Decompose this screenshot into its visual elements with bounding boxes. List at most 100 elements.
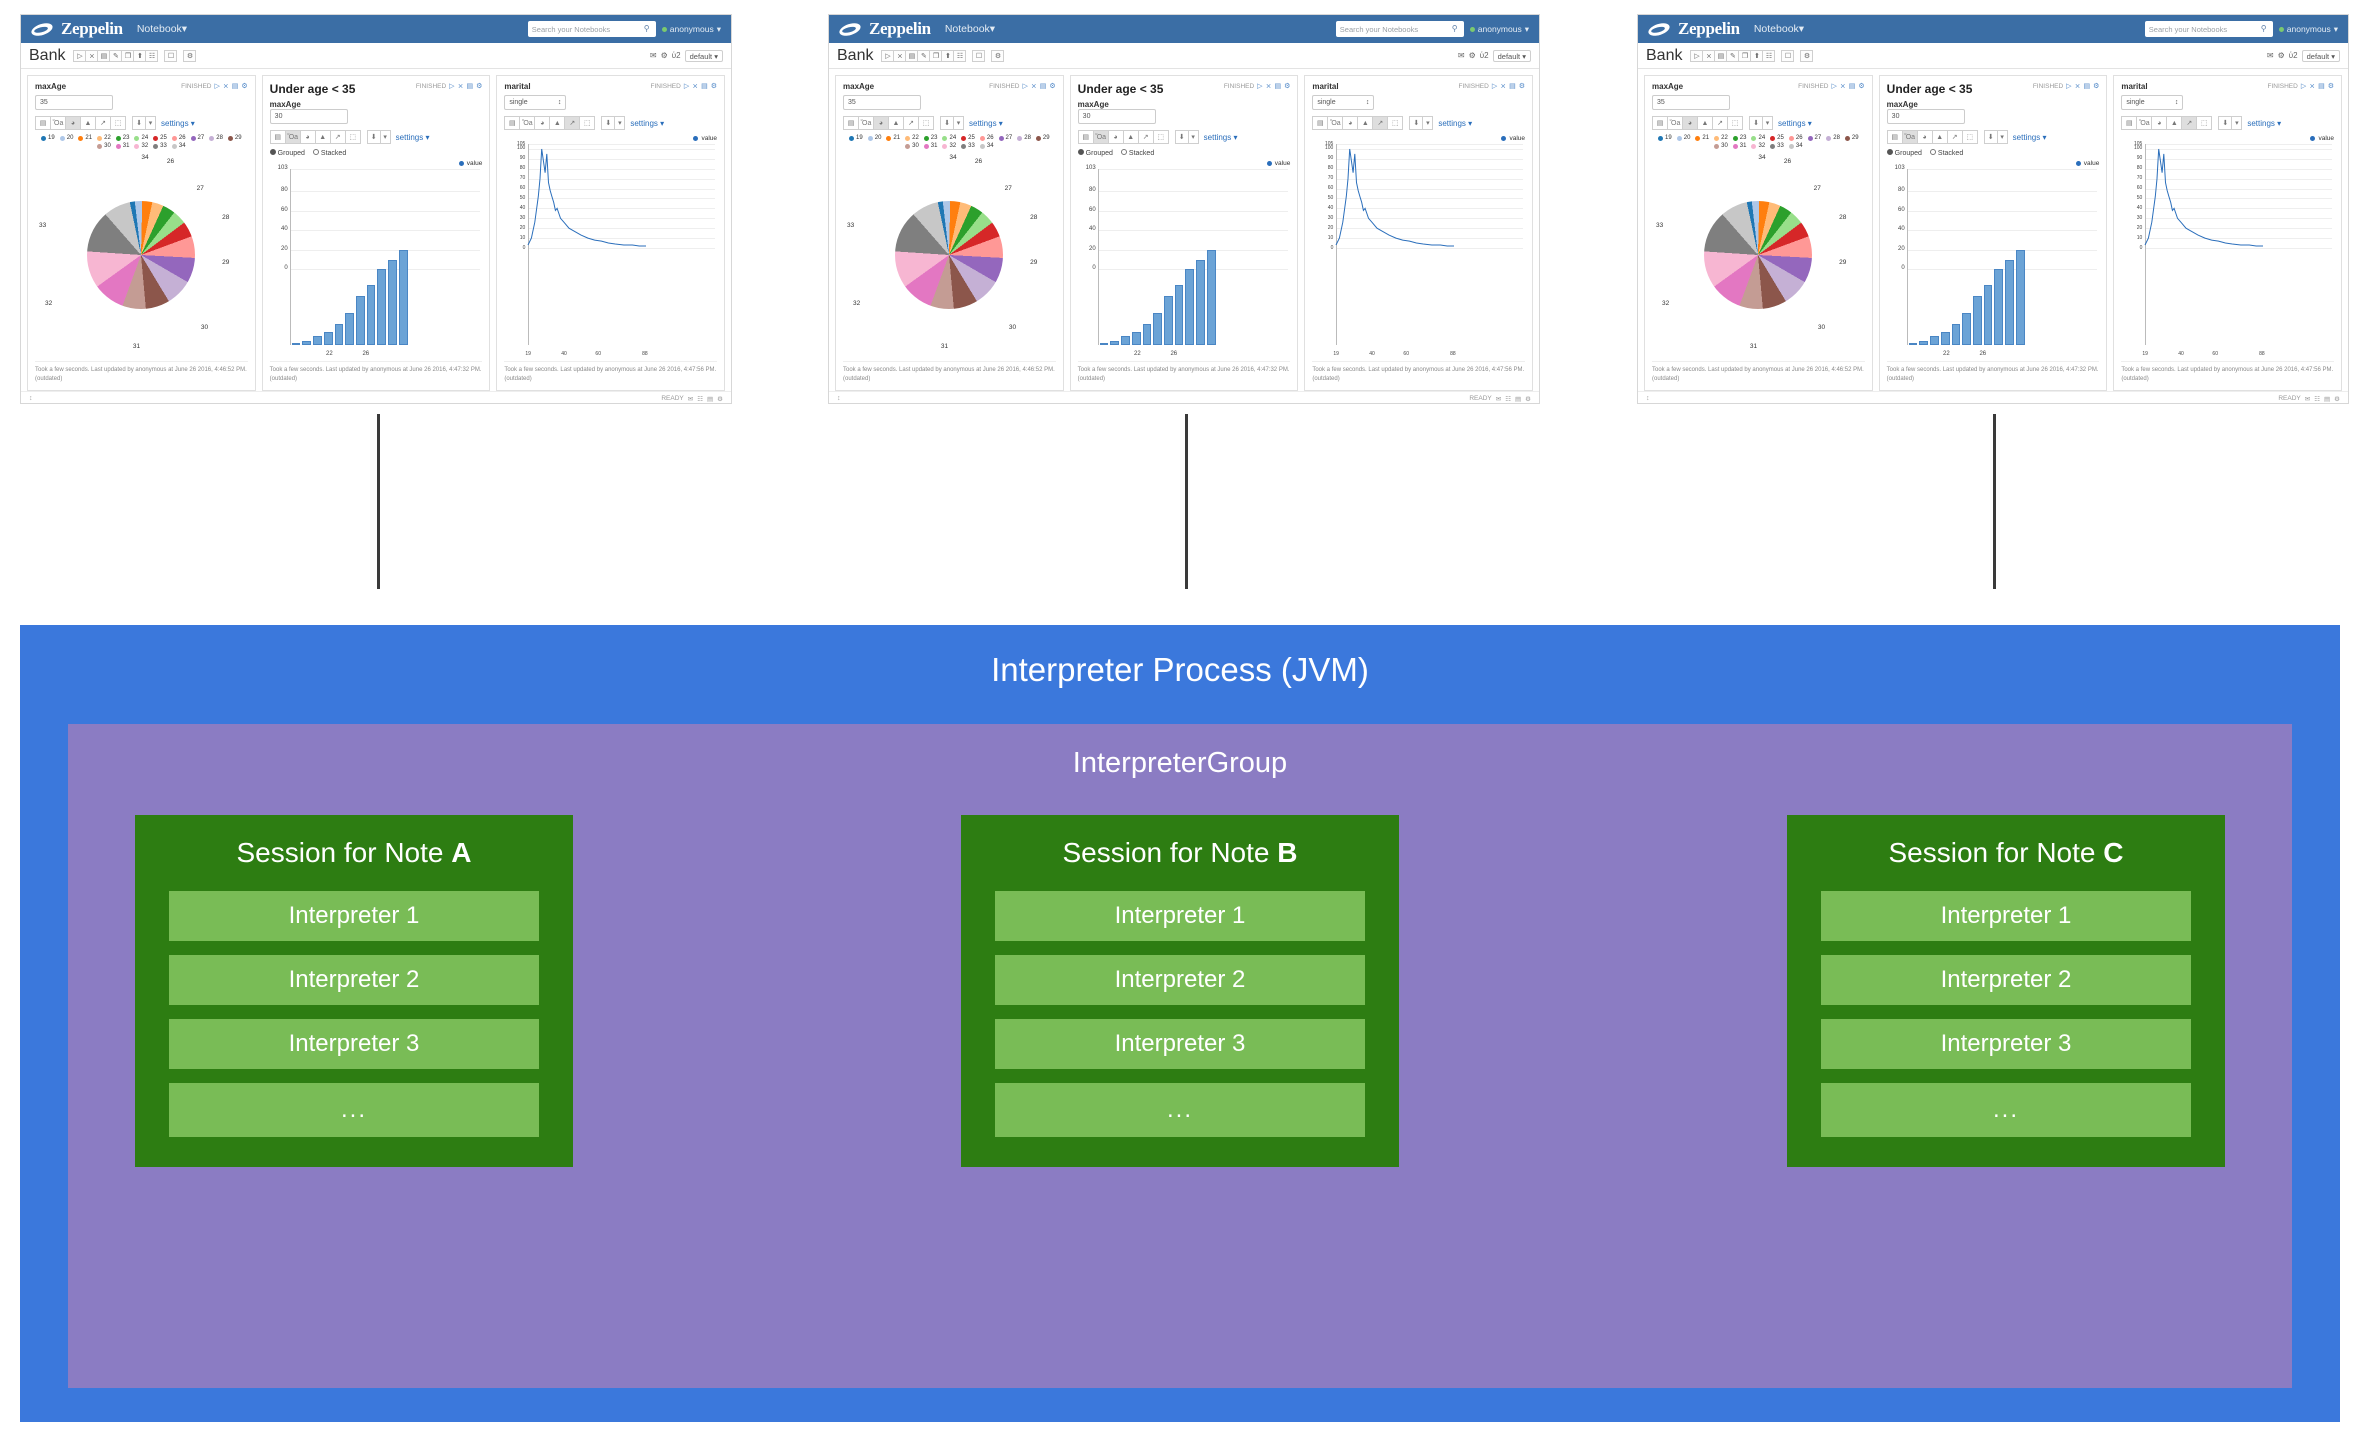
trash-icon[interactable]: ☐ <box>164 49 178 62</box>
legend-item[interactable]: 32 <box>942 143 956 149</box>
notebook-menu[interactable]: Notebook <box>1753 23 1799 35</box>
scroll-handle[interactable]: ↕ <box>837 395 841 402</box>
legend-item[interactable]: 31 <box>115 143 129 149</box>
footer-icon-3[interactable]: ⚙ <box>717 395 723 403</box>
footer-icon-1[interactable]: ☷ <box>2314 395 2321 403</box>
legend-item[interactable]: 20 <box>867 135 881 141</box>
maxage-input[interactable]: 30 <box>1077 109 1156 124</box>
download-icon[interactable]: ⬇ <box>366 130 381 144</box>
scroll-handle[interactable]: ↕ <box>1646 395 1650 402</box>
paragraph-icon-2[interactable]: ▤ <box>1848 83 1856 90</box>
chevron-down-icon[interactable]: ▾ <box>2231 116 2243 130</box>
scroll-handle[interactable]: ↕ <box>29 395 33 402</box>
paragraph-icon-1[interactable]: ⨯ <box>2309 83 2316 90</box>
settings-link[interactable]: settings ▾ <box>2247 118 2282 128</box>
trash-icon[interactable]: ☐ <box>972 49 986 62</box>
paragraph-icon-1[interactable]: ⨯ <box>692 83 699 90</box>
toolbar-icon-3[interactable]: ✎ <box>109 49 123 62</box>
radio-stacked[interactable]: Stacked <box>1120 149 1154 157</box>
legend-item[interactable]: 26 <box>171 135 186 141</box>
viz-button-1[interactable]: Ὄa <box>1092 130 1109 144</box>
download-icon[interactable]: ⬇ <box>1983 130 1998 144</box>
viz-button-3[interactable]: ▲ <box>1931 130 1948 144</box>
viz-button-4[interactable]: ↗ <box>2181 116 2198 130</box>
interpreter-selector[interactable]: default ▾ <box>684 49 723 62</box>
viz-button-0[interactable]: ▤ <box>843 116 859 130</box>
settings-link[interactable]: settings ▾ <box>1438 118 1473 128</box>
maxage-input[interactable]: 35 <box>35 95 113 110</box>
legend-item[interactable]: 23 <box>115 135 129 141</box>
mail-icon[interactable]: ✉ <box>1457 51 1465 60</box>
legend-item[interactable]: 25 <box>961 135 975 141</box>
mail-icon[interactable]: ✉ <box>649 51 657 60</box>
footer-icon-0[interactable]: ✉ <box>2304 395 2311 403</box>
legend-item[interactable]: 22 <box>97 135 111 141</box>
footer-icon-0[interactable]: ✉ <box>687 395 694 403</box>
viz-button-2[interactable]: ◕ <box>1916 130 1933 144</box>
legend-item[interactable]: 25 <box>153 135 167 141</box>
viz-button-2[interactable]: ◕ <box>873 116 889 130</box>
search-input[interactable]: Search your Notebooks⚲ <box>1335 21 1464 37</box>
viz-button-4[interactable]: ↗ <box>903 116 919 130</box>
gear-icon[interactable]: ⚙ <box>1468 51 1476 60</box>
viz-button-3[interactable]: ▲ <box>314 130 331 144</box>
paragraph-icon-1[interactable]: ⨯ <box>1839 83 1846 90</box>
legend-item[interactable]: 21 <box>78 135 92 141</box>
paragraph-icon-2[interactable]: ▤ <box>1274 83 1282 90</box>
paragraph-icon-3[interactable]: ⚙ <box>1518 83 1526 90</box>
chevron-down-icon[interactable]: ▾ <box>379 130 391 144</box>
viz-button-3[interactable]: ▲ <box>80 116 96 130</box>
paragraph-icon-0[interactable]: ▷ <box>1491 83 1498 90</box>
chevron-down-icon[interactable]: ▾ <box>1187 130 1199 144</box>
paragraph-icon-2[interactable]: ▤ <box>1039 83 1047 90</box>
lock-icon[interactable]: ὑ2 <box>671 51 681 60</box>
viz-button-3[interactable]: ▲ <box>549 116 566 130</box>
viz-button-0[interactable]: ▤ <box>1312 116 1329 130</box>
viz-button-1[interactable]: Ὄa <box>1901 130 1918 144</box>
viz-button-5[interactable]: ⬚ <box>1387 116 1404 130</box>
user-menu[interactable]: anonymous▾ <box>2278 24 2338 35</box>
viz-button-2[interactable]: ◕ <box>1342 116 1359 130</box>
interpreter-selector[interactable]: default ▾ <box>2301 49 2340 62</box>
legend-item[interactable]: 32 <box>134 143 148 149</box>
trash-icon[interactable]: ☐ <box>1781 49 1795 62</box>
lock-icon[interactable]: ὑ2 <box>2288 51 2298 60</box>
viz-button-2[interactable]: ◕ <box>65 116 81 130</box>
search-input[interactable]: Search your Notebooks⚲ <box>527 21 656 37</box>
paragraph-icon-3[interactable]: ⚙ <box>1049 83 1056 90</box>
footer-icon-2[interactable]: ▤ <box>707 395 714 403</box>
viz-button-2[interactable]: ◕ <box>2151 116 2168 130</box>
legend-item[interactable]: 26 <box>979 135 994 141</box>
legend-item[interactable]: 33 <box>961 143 975 149</box>
legend-item[interactable]: 20 <box>59 135 73 141</box>
viz-button-3[interactable]: ▲ <box>2166 116 2183 130</box>
settings-link[interactable]: settings ▾ <box>2012 132 2047 142</box>
radio-grouped[interactable]: Grouped <box>1077 149 1113 157</box>
legend-item[interactable]: 34 <box>1788 143 1803 149</box>
viz-button-1[interactable]: Ὄa <box>50 116 66 130</box>
download-icon[interactable]: ⬇ <box>132 116 146 130</box>
maxage-input[interactable]: 30 <box>1886 109 1965 124</box>
chevron-down-icon[interactable]: ▾ <box>1422 116 1434 130</box>
legend-item[interactable]: 28 <box>1826 135 1840 141</box>
legend-item[interactable]: 27 <box>998 135 1012 141</box>
settings-link[interactable]: settings ▾ <box>161 118 195 128</box>
legend-item[interactable]: 33 <box>1770 143 1784 149</box>
footer-icon-0[interactable]: ✉ <box>1495 395 1502 403</box>
viz-button-5[interactable]: ⬚ <box>918 116 934 130</box>
legend-item[interactable]: 30 <box>905 143 919 149</box>
paragraph-icon-3[interactable]: ⚙ <box>1284 83 1291 90</box>
paragraph-icon-1[interactable]: ⨯ <box>2074 83 2081 90</box>
legend-item[interactable]: 29 <box>1844 135 1859 141</box>
marital-select[interactable]: single↕ <box>504 95 567 110</box>
legend-item[interactable]: 23 <box>923 135 937 141</box>
legend-item[interactable]: 27 <box>190 135 204 141</box>
legend-item[interactable]: 28 <box>209 135 223 141</box>
chevron-down-icon[interactable]: ▾ <box>1996 130 2008 144</box>
paragraph-icon-0[interactable]: ▷ <box>2300 83 2307 90</box>
interpreter-selector[interactable]: default ▾ <box>1492 49 1531 62</box>
legend-item[interactable]: 29 <box>1035 135 1050 141</box>
settings-link[interactable]: settings ▾ <box>395 132 430 142</box>
paragraph-icon-3[interactable]: ⚙ <box>476 83 483 90</box>
maxage-input[interactable]: 35 <box>1652 95 1730 110</box>
